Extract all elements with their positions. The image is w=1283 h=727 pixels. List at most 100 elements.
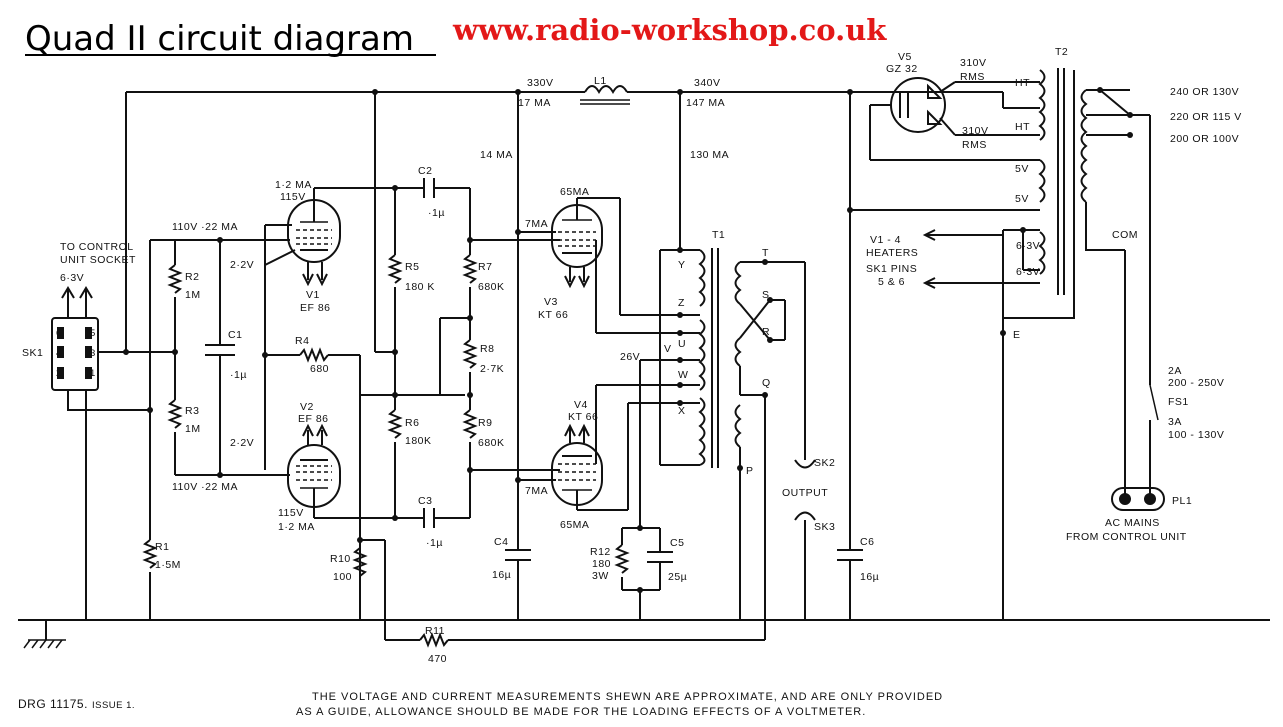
r11-label: R11 [425,625,445,637]
r12-watts: 3W [592,570,609,582]
r2-value: 1M [185,289,201,301]
mains-tap-220: 220 OR 115 V [1170,111,1242,123]
r7-label: R7 [478,261,492,273]
c1-value: ·1µ [230,369,247,381]
capacitor-c4 [505,549,531,561]
t1-tap-u: U [678,338,686,350]
v1-label: V1 [306,289,320,301]
r9-label: R9 [478,417,492,429]
sk1-socket [51,286,175,620]
sk1-voltage: 6·3V [60,272,84,284]
valve-v4-kt66 [515,384,680,511]
sk1-pin3: 3 [90,348,96,359]
c5-label: C5 [670,537,684,549]
t1-label: T1 [712,229,725,241]
c4-value: 16µ [492,569,511,581]
output-transformer-t1 [639,92,816,620]
t2-com: COM [1112,229,1138,241]
v1-grid-reading: 110V ·22 MA [172,221,238,233]
valve-v3-kt66 [515,92,680,620]
current-130ma: 130 MA [690,149,729,161]
r5-value: 180 K [405,281,435,293]
heaters-label: V1 - 4 [870,234,901,246]
cathode-network [614,510,673,620]
v2-current: 1·2 MA [278,521,315,533]
t1-tap-t: T [762,247,769,259]
c4-label: C4 [494,536,508,548]
resistor-r10 [352,539,386,640]
t2-ht-b: HT [1015,121,1030,133]
mains-tap-200: 200 OR 100V [1170,133,1239,145]
t1-tap-p: P [746,465,754,477]
v4-current-7ma: 7MA [525,485,548,497]
v1-type: EF 86 [300,302,331,314]
diagram-title: Quad II circuit diagram [25,19,414,59]
t1-tap-z: Z [678,297,685,309]
voltage-340v: 340V [694,77,721,89]
earth-label: E [1013,329,1021,341]
ground-rail [18,619,1270,649]
sk1-pin4: 4 [56,348,62,359]
current-14ma: 14 MA [480,149,513,161]
fuse-2a-range: 200 - 250V [1168,377,1224,389]
rectifier-v5-gz32 [869,77,1040,161]
r3-label: R3 [185,405,199,417]
control-socket-label-2: UNIT SOCKET [60,254,136,266]
sk1-pin5: 5 [90,328,96,339]
drawing-number: DRG 11175. [18,697,88,711]
t2-ht-a: HT [1015,77,1030,89]
r1-value: 1·5M [155,559,181,571]
v3-label: V3 [544,296,558,308]
c6-label: C6 [860,536,874,548]
r12-label: R12 [590,546,611,558]
c3-label: C3 [418,495,432,507]
v1-cathode-voltage: 2·2V [230,259,254,271]
v5-rms-b: RMS [962,139,987,151]
v4-label: V4 [574,399,588,411]
r12-value: 180 [592,558,611,570]
r4-label: R4 [295,335,309,347]
v2-grid-reading: 110V ·22 MA [172,481,238,493]
v2-type: EF 86 [298,413,329,425]
r5-label: R5 [405,261,419,273]
mains-tap-240: 240 OR 130V [1170,86,1239,98]
current-17ma: 17 MA [518,97,551,109]
mains-transformer-t2 [922,68,1165,620]
fs1-label: FS1 [1168,396,1189,408]
v2-label: V2 [300,401,314,413]
r8-label: R8 [480,343,494,355]
heaters-label-4: 5 & 6 [878,276,905,288]
website-url[interactable]: www.radio-workshop.co.uk [452,13,887,47]
c1-label: C1 [228,329,242,341]
r9-value: 680K [478,437,505,449]
r11-value: 470 [428,653,447,665]
fuse-2a: 2A [1168,365,1182,377]
c6-value: 16µ [860,571,879,583]
v5-anode-voltage-b: 310V [962,125,989,137]
sk1-pin6: 6 [56,328,62,339]
t1-tap-s: S [762,289,770,301]
sk2-label: SK2 [814,457,835,469]
sk1-pin1: 1 [90,368,96,379]
resistor-r11 [385,395,766,648]
resistors-r7-r8-r9 [434,187,560,519]
footnote-line-2: AS A GUIDE, ALLOWANCE SHOULD BE MADE FOR… [296,706,866,718]
t2-6v3-a: 6·3V [1016,240,1040,252]
v3-current-65ma: 65MA [560,186,589,198]
v4-type: KT 66 [568,411,598,423]
t1-tap-y: Y [678,259,686,271]
inductor-l1-label: L1 [594,75,607,87]
voltage-26v: 26V [620,351,640,363]
r6-label: R6 [405,417,419,429]
pl1-label: PL1 [1172,495,1192,507]
fuse-3a-range: 100 - 130V [1168,429,1224,441]
v3-current-7ma: 7MA [525,218,548,230]
t2-6v3-b: 6·3V [1016,266,1040,278]
issue-number: ISSUE 1. [92,700,135,711]
r8-value: 2·7K [480,363,504,375]
input-network [142,237,290,620]
v2-voltage: 115V [278,507,304,519]
t1-tap-x: X [678,405,686,417]
current-147ma: 147 MA [686,97,725,109]
